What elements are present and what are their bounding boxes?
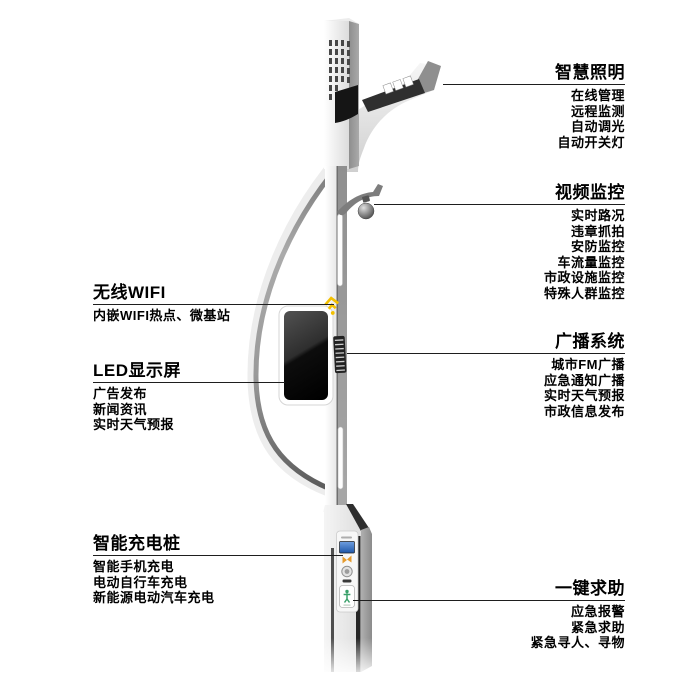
feature-item: 紧急寻人、寻物 <box>530 635 625 650</box>
feature-item: 实时天气预报 <box>543 388 625 403</box>
decorative-arc <box>247 142 354 497</box>
feature-title-broadcast-system: 广播系统 <box>555 332 625 351</box>
feature-title-wireless-wifi: 无线WIFI <box>93 283 166 302</box>
emergency-help-button <box>339 585 355 608</box>
leader-wireless-wifi <box>93 304 334 305</box>
feature-block-wireless-wifi: 无线WIFI 内嵌WIFI热点、微基站 <box>93 283 230 324</box>
feature-block-video-surveillance: 视频监控 实时路况 违章抓拍 安防监控 车流量监控 市政设施监控 特殊人群监控 <box>544 183 625 301</box>
feature-item: 广告发布 <box>93 386 148 401</box>
feature-items: 城市FM广播 应急通知广播 实时天气预报 市政信息发布 <box>544 357 625 419</box>
feature-items: 应急报警 紧急求助 紧急寻人、寻物 <box>530 604 625 651</box>
feature-item: 应急通知广播 <box>543 372 625 388</box>
pole-light-slot-upper <box>337 213 343 287</box>
feature-item: 远程监测 <box>570 103 625 119</box>
feature-block-led-display: LED显示屏 广告发布 新闻资讯 实时天气预报 <box>93 361 181 433</box>
card-slot <box>342 579 352 583</box>
charging-station-base <box>322 504 372 672</box>
feature-items: 实时路况 违章抓拍 安防监控 车流量监控 市政设施监控 特殊人群监控 <box>544 208 625 301</box>
feature-item: 安防监控 <box>570 239 625 254</box>
leader-smart-lighting <box>443 84 625 85</box>
charging-panel <box>336 530 359 613</box>
feature-item: 新能源电动汽车充电 <box>93 590 215 605</box>
leader-led-display <box>93 382 285 383</box>
surveillance-camera-dome <box>337 184 383 220</box>
feature-title-smart-lighting: 智慧照明 <box>555 63 625 82</box>
feature-title-led-display: LED显示屏 <box>93 361 181 380</box>
panel-label <box>341 536 352 539</box>
ground-fade <box>300 638 390 700</box>
speaker-grille <box>333 335 347 374</box>
feature-items: 广告发布 新闻资讯 实时天气预报 <box>93 386 181 433</box>
feature-item: 紧急求助 <box>570 619 625 635</box>
pole-light-slot-lower <box>337 426 344 490</box>
wifi-signal-icon <box>324 296 340 315</box>
arm-junction-shadow <box>335 85 358 123</box>
street-lamp-head <box>344 61 441 172</box>
feature-item: 在线管理 <box>570 88 625 103</box>
feature-item: 内嵌WIFI热点、微基站 <box>93 308 231 323</box>
feature-title-one-key-help: 一键求助 <box>555 579 625 598</box>
leader-one-key-help <box>353 600 625 601</box>
lamp-underside <box>362 79 425 112</box>
feature-item: 应急报警 <box>570 604 625 619</box>
charging-symbol <box>342 555 352 564</box>
ventilated-pole-top <box>324 18 359 169</box>
feature-item: 违章抓拍 <box>570 223 625 239</box>
feature-block-one-key-help: 一键求助 应急报警 紧急求助 紧急寻人、寻物 <box>530 579 625 651</box>
feature-items: 在线管理 远程监测 自动调光 自动开关灯 <box>555 88 625 150</box>
feature-block-broadcast-system: 广播系统 城市FM广播 应急通知广播 实时天气预报 市政信息发布 <box>544 332 625 419</box>
feature-item: 自动调光 <box>570 119 625 134</box>
feature-items: 内嵌WIFI热点、微基站 <box>93 308 230 324</box>
leader-broadcast-system <box>347 353 625 354</box>
lamp-led-modules <box>382 75 414 95</box>
led-display-screen <box>278 305 334 406</box>
feature-block-smart-lighting: 智慧照明 在线管理 远程监测 自动调光 自动开关灯 <box>555 63 625 150</box>
feature-item: 市政信息发布 <box>543 403 625 419</box>
feature-item: 实时天气预报 <box>93 417 175 432</box>
feature-title-video-surveillance: 视频监控 <box>555 183 625 202</box>
feature-item: 自动开关灯 <box>557 134 625 150</box>
leader-video-surveillance <box>374 204 625 205</box>
charging-screen <box>339 541 355 554</box>
feature-item: 特殊人群监控 <box>543 285 625 301</box>
leader-smart-charging <box>93 555 343 556</box>
feature-item: 电动自行车充电 <box>93 574 188 590</box>
feature-item: 实时路况 <box>570 208 625 223</box>
feature-item: 城市FM广播 <box>551 357 625 372</box>
feature-item: 新闻资讯 <box>93 401 148 417</box>
feature-items: 智能手机充电 电动自行车充电 新能源电动汽车充电 <box>93 559 215 606</box>
vent-slots <box>329 40 350 100</box>
feature-item: 市政设施监控 <box>543 270 625 285</box>
feature-item: 智能手机充电 <box>93 559 175 574</box>
feature-item: 车流量监控 <box>557 254 625 270</box>
feature-title-smart-charging: 智能充电桩 <box>93 534 181 553</box>
feature-block-smart-charging: 智能充电桩 智能手机充电 电动自行车充电 新能源电动汽车充电 <box>93 534 215 606</box>
